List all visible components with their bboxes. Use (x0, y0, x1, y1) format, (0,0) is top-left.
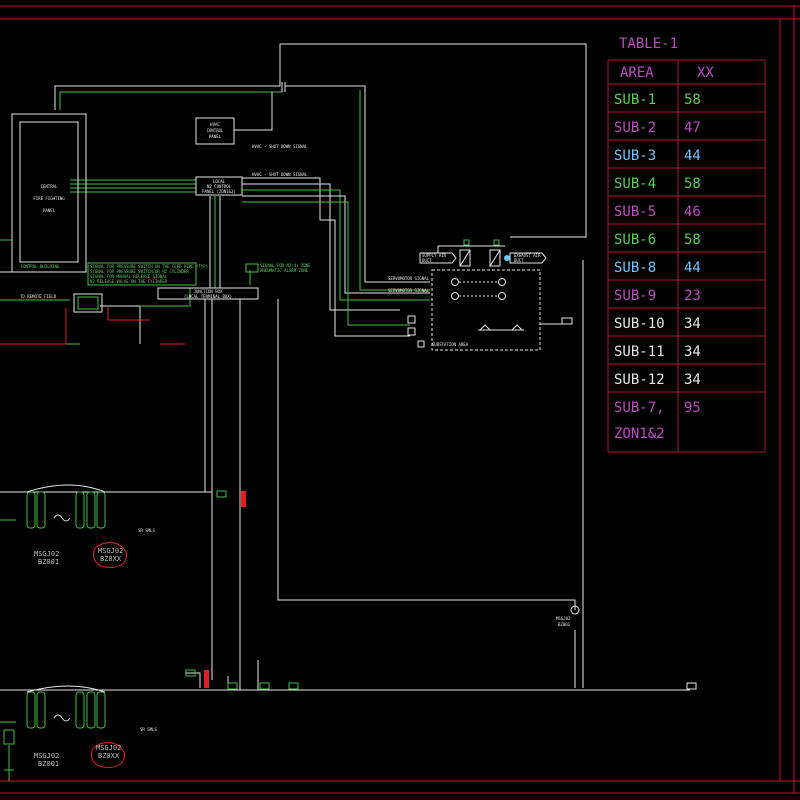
local-line-2: N2 CONTROL (207, 184, 232, 189)
central-panel-line-1: CENTRAL (41, 184, 58, 189)
lower-cylinder-bank (3, 685, 125, 781)
red-cable (0, 306, 185, 345)
table-cell-xx: 34 (684, 372, 701, 388)
central-panel-line-2: FIRE FIGHTING (33, 196, 65, 201)
to-remote-label: TO REMOTE FIELD (20, 294, 57, 299)
table-header-area: AREA (620, 65, 654, 81)
table-cell-area: SUB-2 (614, 120, 656, 136)
msgj-b: MSGJ02 (98, 547, 123, 555)
table-cell-area: SUB-9 (614, 288, 656, 304)
green-box-6 (686, 682, 697, 690)
table-cell-xx: 46 (684, 204, 701, 220)
servo-signal-1: SERVOMOTOR SIGNAL (388, 276, 430, 281)
table-header-xx: XX (697, 65, 714, 81)
hvac-control-panel: HVAC CONTROL PANEL (195, 117, 235, 145)
table-cell-area: SUB-6 (614, 232, 656, 248)
green-box-1 (216, 490, 227, 498)
notes-block: SIGNAL FOR PRESSURE SWITCH ON THE FEED P… (87, 262, 311, 286)
table-cell-area: SUB-12 (614, 372, 665, 388)
hvac-shutdown-2: HVAC - SHUT DOWN SIGNAL (252, 172, 308, 177)
table-cell-xx: 44 (684, 260, 701, 276)
supply-duct-1: SUPPLY AIR (422, 253, 447, 258)
table-cell-xx: 58 (684, 92, 701, 108)
mid-detector: MSGJ02 BZ001 (556, 605, 580, 627)
table-cell-xx: 47 (684, 120, 701, 136)
table-cell-xx: 58 (684, 176, 701, 192)
table-cell-area: SUB-3 (614, 148, 656, 164)
bz-mid: BZ001 (558, 622, 571, 627)
substation-area: SUBSTATION AREA SERVOMOTOR SIGNAL SERVOM… (388, 269, 573, 351)
table-title: TABLE-1 (619, 36, 678, 52)
exhaust-duct-2: DUCT (514, 258, 524, 263)
control-building-label: CONTROL BUILDING (21, 264, 60, 269)
junction-line-2: (LOCAL TERMINAL BOX) (184, 294, 232, 299)
upper-cylinder-bank (26, 484, 127, 569)
msgj-mid: MSGJ02 (556, 616, 571, 621)
table-cell-xx: 34 (684, 344, 701, 360)
exhaust-duct-1: EXHAUST AIR (514, 253, 541, 258)
bz-a: BZ001 (38, 558, 59, 566)
junction-line-1: JUNCTION BOX (194, 289, 223, 294)
note-3: SIGNAL FOR MANUAL RELEASE SIGNAL (90, 274, 168, 279)
red-marker-lower (204, 670, 209, 688)
table-cell-area: SUB-1 (614, 92, 656, 108)
table-cell-xx: 23 (684, 288, 701, 304)
signal-note-1: SIGNAL FOR N2(4) ZONE (260, 263, 311, 268)
central-panel-line-3: PANEL (43, 208, 56, 213)
green-box-3 (259, 682, 270, 690)
table-cell-area: SUB-10 (614, 316, 665, 332)
sml-label: SR SMLS (138, 528, 155, 533)
table-cell-area: SUB-7, (614, 400, 665, 416)
duct-symbols: SUPPLY AIR DUCT EXHAUST AIR DUCT (419, 239, 547, 267)
msgj-d: MSGJ02 (96, 744, 121, 752)
local-line-1: LOCAL (213, 179, 226, 184)
table-cell-area: SUB-5 (614, 204, 656, 220)
hvac-shutdown-1: HVAC - SHUT DOWN SIGNAL (252, 144, 308, 149)
table-cell-area: ZON1&2 (614, 426, 665, 442)
bz-b: BZ0XX (100, 555, 122, 563)
supply-duct-2: DUCT (422, 258, 432, 263)
wiring (0, 43, 690, 723)
note-1: SIGNAL FOR PRESSURE SWITCH ON THE FEED P… (90, 264, 208, 269)
table-cell-area: SUB-8 (614, 260, 656, 276)
green-box-2 (185, 669, 196, 677)
junction-box: JUNCTION BOX (LOCAL TERMINAL BOX) (157, 287, 259, 300)
sml2-label: SR SMLS (140, 727, 157, 732)
signal-note-2: PNEUMATIC ALARM ZONE (260, 268, 309, 273)
hvac-line-3: PANEL (209, 134, 222, 139)
local-line-3: PANEL (ZON1&2) (202, 189, 236, 194)
hvac-line-1: HVAC (210, 122, 220, 127)
bz-d: BZ0XX (98, 752, 120, 760)
note-2: SIGNAL FOR PRESSURE SWITCH/OR N2 CYLINDE… (90, 269, 189, 274)
table-cell-area: SUB-4 (614, 176, 656, 192)
table-cell-xx: 95 (684, 400, 701, 416)
substation-label: SUBSTATION AREA (432, 342, 469, 347)
green-box-5 (227, 682, 238, 690)
table-cell-area: SUB-11 (614, 344, 665, 360)
remote-field-device: TO REMOTE FIELD (20, 293, 103, 313)
hvac-line-2: CONTROL (207, 128, 224, 133)
green-box-4 (288, 682, 299, 690)
table-cell-xx: 44 (684, 148, 701, 164)
msgj-c: MSGJ02 (34, 752, 59, 760)
table-cell-xx: 34 (684, 316, 701, 332)
local-n2-panel: LOCAL N2 CONTROL PANEL (ZON1&2) HVAC - S… (195, 144, 308, 196)
msgj-a: MSGJ02 (34, 550, 59, 558)
note-4: N2 RELEASE VALVE ON THE CYLINDER (90, 279, 168, 284)
sheet-border (0, 5, 800, 794)
table-cell-xx: 58 (684, 232, 701, 248)
servo-signal-2: SERVOMOTOR SIGNAL (388, 288, 430, 293)
bz-c: BZ001 (38, 760, 59, 768)
red-marker-upper (241, 491, 246, 507)
central-fire-panel: CENTRAL FIRE FIGHTING PANEL CONTROL BUIL… (0, 113, 87, 273)
